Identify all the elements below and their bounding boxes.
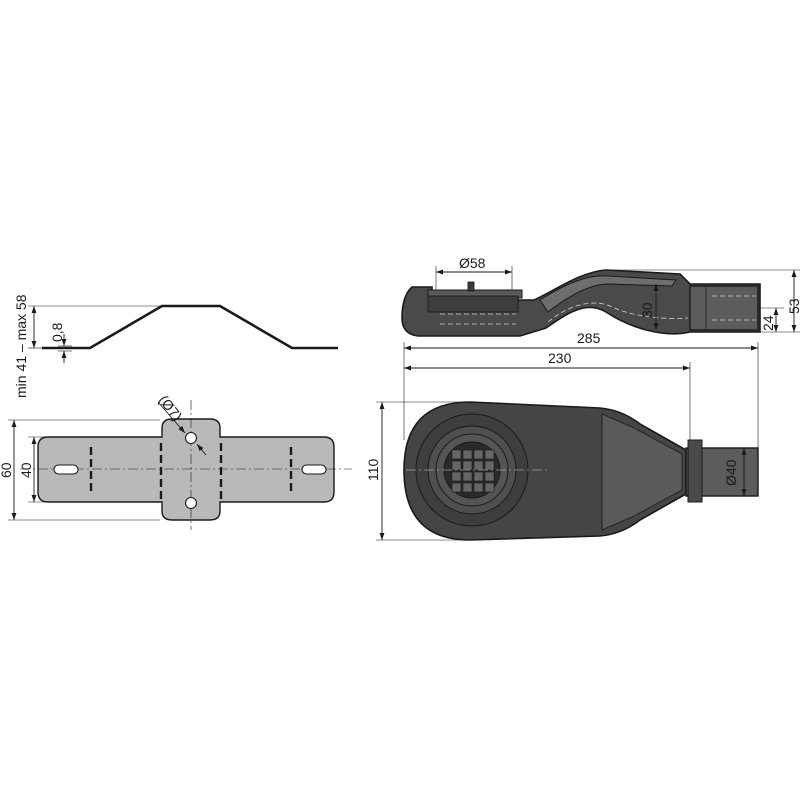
body-width-label: 110 [365, 458, 381, 481]
bracket-width-outer-label: 60 [0, 462, 14, 478]
thickness-label: 0,8 [49, 322, 65, 342]
drain-grate [443, 441, 501, 499]
height-30-label: 30 [639, 302, 655, 318]
lower-hole [184, 496, 198, 510]
bracket-plate [37, 418, 335, 521]
height-range-label: min 41 – max 58 [13, 294, 29, 398]
height-53-label: 53 [786, 298, 800, 314]
upper-hole [184, 431, 198, 445]
right-slot [301, 464, 327, 475]
bracket-top-view: 60 40 (Ø7) [0, 392, 352, 530]
bend-lines [89, 443, 293, 500]
side-pipe [689, 285, 759, 331]
body-length-label: 230 [548, 350, 572, 366]
left-slot [53, 464, 79, 475]
side-body [401, 269, 761, 337]
inlet-diameter-label: Ø58 [459, 255, 486, 271]
bracket-profile-view: min 41 – max 58 0,8 [13, 294, 338, 398]
pipe-diameter-label: Ø40 [723, 459, 739, 486]
bracket-width-inner-label: 40 [18, 462, 34, 478]
drain-top-view: 285 230 110 Ø40 [365, 330, 759, 541]
height-24-label: 24 [760, 315, 776, 331]
drain-side-view: Ø58 30 53 24 [401, 255, 800, 337]
total-length-label: 285 [577, 330, 601, 346]
bracket-profile-line [42, 304, 338, 350]
